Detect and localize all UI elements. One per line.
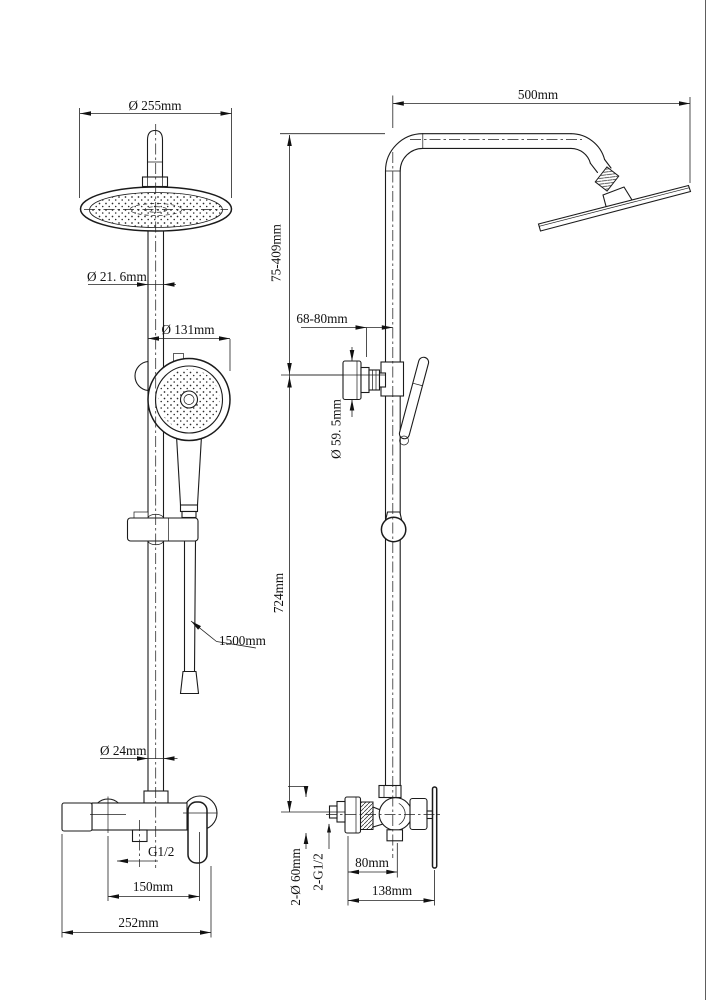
dim-column-height: 724mm <box>271 375 345 813</box>
wall-bracket-side <box>342 360 405 401</box>
dim-label-upper-pipe-diameter: Ø 21. 6mm <box>87 269 147 284</box>
union-nut-hatched <box>360 801 374 830</box>
front-view: Ø 255mm Ø 21. 6mm Ø 131mm <box>61 98 267 938</box>
dim-label-mixer-flange-spec: 2-Ø 60mm <box>288 848 303 906</box>
dim-label-wall-clearance: 68-80mm <box>296 311 348 326</box>
dim-label-head-diameter: Ø 255mm <box>128 98 182 113</box>
valve-outlet-side <box>386 829 404 842</box>
dim-label-hose-length: 1500mm <box>219 633 267 648</box>
dim-label-column-height: 724mm <box>271 572 286 613</box>
slider-ball-side <box>380 511 407 543</box>
dim-bracket-flange-diameter: Ø 59. 5mm <box>329 347 355 459</box>
hand-shower <box>147 353 231 519</box>
valve-right-block <box>409 797 428 831</box>
dim-label-head-height-range: 75-409mm <box>269 223 284 282</box>
dim-label-hand-shower-diameter: Ø 131mm <box>161 322 215 337</box>
dim-mixer-total-depth: 138mm <box>347 870 435 906</box>
dim-wall-clearance: 68-80mm <box>296 311 393 357</box>
dim-label-outlet-thread: G1/2 <box>148 844 174 859</box>
slider-bracket <box>126 511 199 546</box>
dim-hand-shower-diameter: Ø 131mm <box>148 322 231 371</box>
dim-label-mixer-body-depth: 80mm <box>355 855 389 870</box>
side-view: 500mm <box>269 87 692 906</box>
dim-head-height-range: 75-409mm <box>269 133 385 376</box>
overhead-shower-head-side <box>537 166 692 232</box>
dim-label-mixer-total-depth: 138mm <box>372 883 413 898</box>
dim-inlet-center-distance: 150mm <box>107 832 200 901</box>
dim-label-bracket-flange-diameter: Ø 59. 5mm <box>329 398 344 458</box>
hand-shower-side <box>398 356 430 446</box>
dim-label-lower-pipe-diameter: Ø 24mm <box>100 743 147 758</box>
column-pipe-side <box>384 133 612 787</box>
dim-mixer-flange-spec: 2-Ø 60mm <box>288 786 309 906</box>
slide-bar-pipe <box>147 230 165 792</box>
centerlines <box>84 124 582 868</box>
mixer-valve-front <box>61 790 218 867</box>
valve-handle-side <box>431 786 438 869</box>
wall-flange-side <box>344 796 362 834</box>
bottom-union-nut <box>378 784 402 799</box>
valve-left-cap <box>61 802 93 832</box>
dim-label-inlet-center-distance: 150mm <box>133 879 174 894</box>
dim-label-mixer-inlet-thread: 2-G1/2 <box>311 853 326 890</box>
dim-mixer-body-depth: 80mm <box>347 836 398 878</box>
dim-upper-pipe-diameter: Ø 21. 6mm <box>87 269 176 287</box>
dim-label-arm-reach: 500mm <box>518 87 559 102</box>
dim-head-diameter: Ø 255mm <box>79 98 232 198</box>
dim-hose-length: 1500mm <box>190 620 267 649</box>
dim-outlet-thread: G1/2 <box>117 844 174 864</box>
valve-handle <box>187 801 208 864</box>
hand-shower-holder <box>134 360 149 392</box>
shower-hose <box>179 540 200 695</box>
dim-arm-reach: 500mm <box>392 87 691 183</box>
valve-ball-body <box>378 797 413 831</box>
dim-mixer-inlet-thread: 2-G1/2 <box>311 823 331 891</box>
dim-label-mixer-width: 252mm <box>118 915 159 930</box>
dim-mixer-width: 252mm <box>61 834 212 938</box>
dim-lower-pipe-diameter: Ø 24mm <box>100 743 178 761</box>
